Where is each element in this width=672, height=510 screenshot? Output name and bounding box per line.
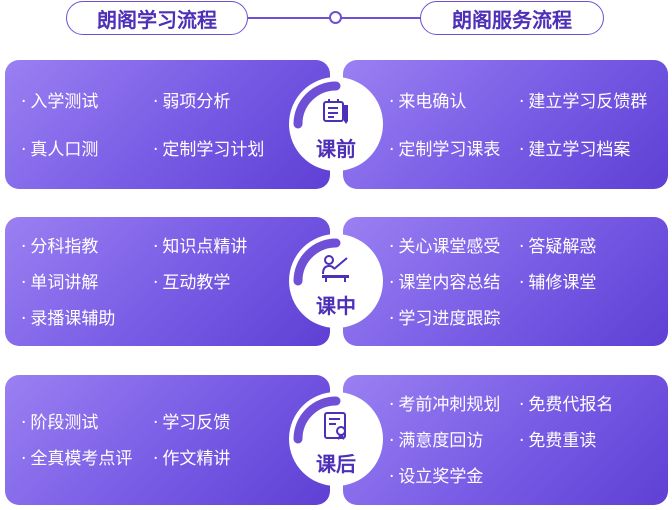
stage-label: 课前 [316,137,356,161]
teacher-desk-icon [322,255,349,282]
badge-arc-decoration [293,396,341,444]
learning-item: 真人口测 [21,140,98,160]
learning-item: 分科指教 [21,237,98,257]
stage-before-learning-card: 入学测试 弱项分析 真人口测 定制学习计划 [5,60,330,189]
service-item: 满意度回访 [389,431,483,451]
service-item: 免费代报名 [519,395,613,415]
learning-item: 全真模考点评 [21,449,132,469]
learning-item: 录播课辅助 [21,309,115,329]
certificate-icon [324,412,346,440]
whiteboard-pen-icon [323,99,348,124]
service-item: 关心课堂感受 [389,237,500,257]
service-process-title: 朗阁服务流程 [420,1,604,35]
service-item: 设立奖学金 [389,467,483,487]
badge-arc-decoration [293,81,341,129]
learning-item: 知识点精讲 [153,237,247,257]
learning-item: 单词讲解 [21,273,98,293]
learning-item: 阶段测试 [21,413,98,433]
learning-item: 入学测试 [21,92,98,112]
stage-after-service-card: 考前冲刺规划 免费代报名 满意度回访 免费重读 设立奖学金 [343,375,668,505]
learning-item: 定制学习计划 [153,140,264,160]
stage-during-service-card: 关心课堂感受 答疑解惑 课堂内容总结 辅修课堂 学习进度跟踪 [343,217,668,346]
stage-label: 课中 [316,294,356,318]
stage-after-badge: 课后 [289,392,383,486]
service-item: 建立学习档案 [519,140,630,160]
learning-item: 互动教学 [153,273,230,293]
service-item: 定制学习课表 [389,140,500,160]
service-item: 课堂内容总结 [389,273,500,293]
stage-after-learning-card: 阶段测试 学习反馈 全真模考点评 作文精讲 [5,375,330,505]
service-item: 免费重读 [519,431,596,451]
stage-during-badge: 课中 [289,234,383,328]
service-item: 考前冲刺规划 [389,395,500,415]
header-connector-left [248,17,330,19]
service-item: 建立学习反馈群 [519,92,647,112]
service-item: 辅修课堂 [519,273,596,293]
service-item: 来电确认 [389,92,466,112]
service-item: 答疑解惑 [519,237,596,257]
learning-process-title: 朗阁学习流程 [66,1,248,35]
header-connector-right [341,17,421,19]
stage-label: 课后 [316,452,356,476]
service-item: 学习进度跟踪 [389,309,500,329]
learning-item: 作文精讲 [153,449,230,469]
badge-arc-decoration [293,238,341,286]
learning-item: 学习反馈 [153,413,230,433]
stage-during-learning-card: 分科指教 知识点精讲 单词讲解 互动教学 录播课辅助 [5,217,330,346]
learning-item: 弱项分析 [153,92,230,112]
stage-before-service-card: 来电确认 建立学习反馈群 定制学习课表 建立学习档案 [343,60,668,189]
stage-before-badge: 课前 [289,77,383,171]
